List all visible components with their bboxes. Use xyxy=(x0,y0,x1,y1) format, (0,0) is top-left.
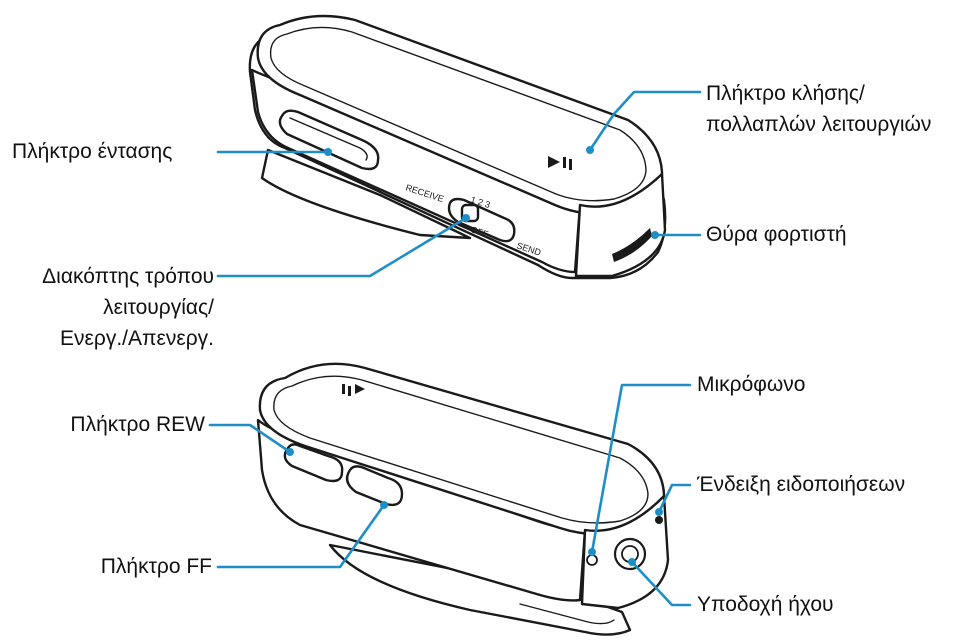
bottom-device xyxy=(256,362,670,636)
callout-lines xyxy=(208,90,702,607)
label-charger-port: Θύρα φορτιστή xyxy=(706,223,847,246)
rew-key-shape xyxy=(283,443,344,483)
label-call-key-line2: πολλαπλών λειτουργιών xyxy=(706,113,932,136)
callout-ff-key xyxy=(216,503,386,569)
ff-key-shape xyxy=(345,465,404,507)
label-mode-switch-line1: Διακόπτης τρόπου xyxy=(42,265,214,288)
bottom-device-clip-inner xyxy=(519,603,615,625)
callout-rew-key xyxy=(208,423,292,454)
callout-audio-jack xyxy=(630,560,692,607)
bottom-device-clip xyxy=(328,543,632,636)
charger-port-shape xyxy=(612,228,652,262)
microphone-hole xyxy=(586,554,598,566)
volume-key-shape xyxy=(278,109,380,171)
label-mode-switch-line3: Ενεργ./Απενεργ. xyxy=(60,327,214,350)
play-pause-icon xyxy=(548,156,572,170)
bottom-device-top-inner xyxy=(273,375,649,524)
label-mode-switch-line2: λειτουργίας/ xyxy=(103,296,214,319)
label-notification-indicator: Ένδειξη ειδοποιήσεων xyxy=(697,473,906,496)
callout-call-key xyxy=(588,90,702,152)
top-device-top-inner xyxy=(269,26,647,202)
top-device: RECEIVE SEND OFF 1 2 3 xyxy=(248,14,667,280)
notification-led xyxy=(655,516,663,524)
label-call-key-line1: Πλήκτρο κλήσης/ xyxy=(706,82,865,105)
callout-microphone xyxy=(590,383,692,554)
bottom-play-pause-icon xyxy=(342,384,365,396)
label-volume-key: Πλήκτρο έντασης xyxy=(12,140,173,163)
label-rew-key: Πλήκτρο REW xyxy=(70,413,205,436)
callout-mode-switch xyxy=(216,216,468,278)
label-ff-key: Πλήκτρο FF xyxy=(100,555,212,578)
callout-notification xyxy=(657,483,692,514)
label-audio-jack: Υποδοχή ήχου xyxy=(697,593,834,616)
top-device-clip xyxy=(260,148,472,240)
volume-key-inner xyxy=(289,117,368,161)
top-device-front xyxy=(574,172,667,278)
label-microphone: Μικρόφωνο xyxy=(697,373,806,396)
